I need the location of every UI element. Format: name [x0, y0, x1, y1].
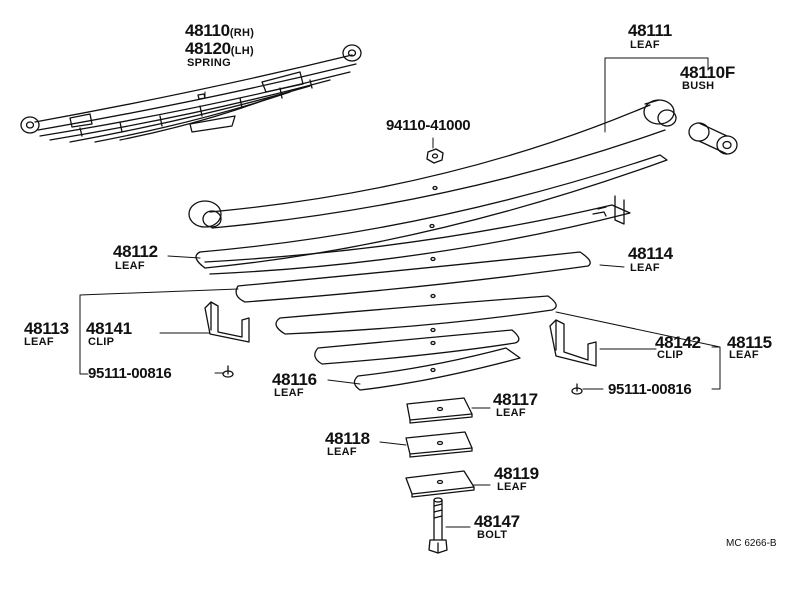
callout-48120-number: 48120(LH)	[185, 39, 254, 58]
main-leaf-illustration	[188, 99, 677, 229]
callout-48115-number: 48115	[727, 333, 772, 352]
callout-48115-name: LEAF	[729, 349, 759, 361]
callout-48117-name: LEAF	[496, 407, 526, 419]
spring-assembly-illustration	[20, 44, 362, 143]
callout-48112-name: LEAF	[115, 260, 145, 272]
callout-48112-number: 48112	[113, 242, 158, 261]
callout-94110-41000-number: 94110-41000	[386, 117, 471, 134]
leaf-48116-illustration	[353, 347, 521, 391]
callout-48141-number: 48141	[86, 319, 132, 338]
footer-drawing-code: MC 6266-B	[726, 538, 777, 549]
clip-48142-illustration	[549, 319, 597, 367]
bushing-illustration	[688, 122, 738, 155]
callout-95111-00816-right-number: 95111-00816	[608, 381, 692, 398]
callout-48147-name: BOLT	[477, 529, 508, 541]
rivet-right-illustration	[571, 383, 583, 395]
leaf-48113-illustration	[235, 251, 591, 303]
leaf-48112-illustration	[195, 154, 668, 269]
callout-48118-name: LEAF	[327, 446, 357, 458]
callout-48114-name: LEAF	[630, 262, 660, 274]
callout-48147-number: 48147	[474, 512, 520, 531]
leaf-48119-plate-illustration	[405, 470, 475, 498]
clip-48141-illustration	[204, 301, 250, 343]
callout-48113-name: LEAF	[24, 336, 54, 348]
callout-48111-name: LEAF	[630, 39, 660, 51]
callout-48142-number: 48142	[655, 333, 701, 352]
leader-lines	[79, 57, 721, 528]
callout-48114-number: 48114	[628, 244, 673, 263]
nut-illustration	[426, 148, 444, 164]
callout-48141-name: CLIP	[88, 336, 115, 348]
callout-spring-name: SPRING	[187, 57, 231, 69]
leaf-48117-plate-illustration	[406, 397, 473, 424]
callout-48116-number: 48116	[272, 370, 317, 389]
callout-48113-number: 48113	[24, 319, 69, 338]
leaf-48114-illustration	[204, 195, 631, 275]
leaf-48115-illustration	[275, 295, 557, 335]
callout-48110-number: 48110(RH)	[185, 21, 255, 40]
callout-48110f-number: 48110F	[680, 63, 735, 82]
leaf-48118-plate-illustration	[405, 431, 473, 458]
callout-48116-name: LEAF	[274, 387, 304, 399]
callout-48118-number: 48118	[325, 429, 370, 448]
callout-48110f-name: BUSH	[682, 80, 715, 92]
callout-48119-number: 48119	[494, 464, 539, 483]
leaf-48115b-illustration	[314, 329, 520, 365]
callout-95111-00816-left-number: 95111-00816	[88, 365, 172, 382]
callout-48117-number: 48117	[493, 390, 538, 409]
callout-48111-number: 48111	[628, 21, 672, 40]
callout-48119-name: LEAF	[497, 481, 527, 493]
callout-48142-name: CLIP	[657, 349, 684, 361]
rivet-left-illustration	[222, 365, 234, 378]
center-bolt-illustration	[428, 497, 448, 554]
